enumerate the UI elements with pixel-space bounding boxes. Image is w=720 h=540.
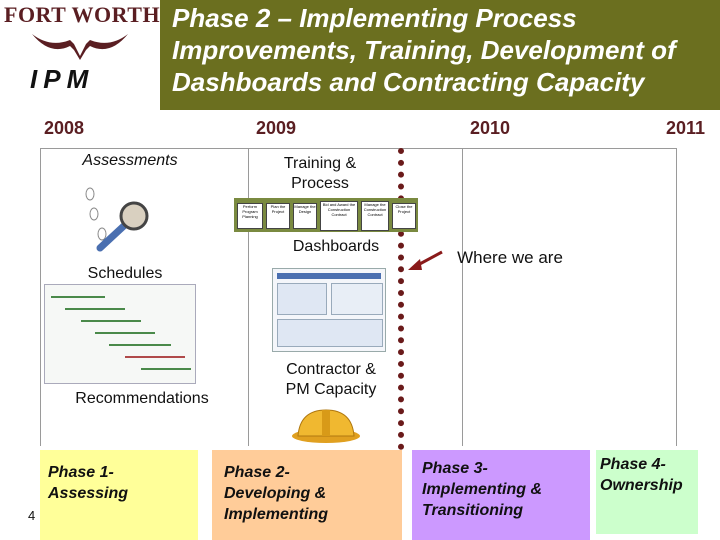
current-date-marker bbox=[398, 148, 404, 450]
column-divider bbox=[40, 148, 41, 446]
phase-4-label: Phase 4- Ownership bbox=[600, 456, 683, 494]
schedules-label: Schedules bbox=[87, 265, 163, 282]
top-rule bbox=[40, 148, 677, 149]
process-step: Manage the Design bbox=[293, 203, 317, 229]
dashboards-label: Dashboards bbox=[292, 238, 380, 255]
where-we-are-label: Where we are bbox=[457, 248, 563, 267]
schedule-screenshot bbox=[44, 284, 196, 384]
phase-4-box: Phase 4- Ownership bbox=[596, 450, 698, 534]
hard-hat-icon bbox=[292, 409, 360, 443]
phase-3-fill bbox=[412, 450, 590, 540]
slide-title: Phase 2 – Implementing Process Improveme… bbox=[172, 3, 676, 97]
year-2010: 2010 bbox=[470, 118, 511, 138]
process-step: Close the Project bbox=[392, 203, 416, 229]
year-2008: 2008 bbox=[44, 118, 85, 138]
phase-2-fill bbox=[212, 450, 402, 540]
logo: FORT WORTH IPM bbox=[0, 0, 160, 110]
ipm-label: IPM bbox=[30, 64, 95, 94]
process-step: Plan the Project bbox=[266, 203, 290, 229]
phase-3-box: Phase 3- Implementing & Transitioning bbox=[412, 450, 590, 540]
page-number: 4 bbox=[28, 508, 36, 523]
phase-1-fill bbox=[40, 450, 198, 540]
process-step: Perform Program Planning bbox=[237, 203, 263, 229]
phase-3-label: Phase 3- Implementing & Transitioning bbox=[422, 460, 543, 519]
phase-1-box: Phase 1- Assessing bbox=[40, 450, 198, 540]
process-step: Bid and Award the Construction Contract bbox=[320, 201, 358, 231]
arrow-icon bbox=[408, 250, 443, 270]
magnifier-icon bbox=[85, 187, 149, 252]
process-step: Manage the Construction Contract bbox=[361, 201, 389, 231]
phase-2-box: Phase 2- Developing & Implementing bbox=[212, 450, 402, 540]
year-2011: 2011 bbox=[666, 118, 706, 138]
phase-2-label: Phase 2- Developing & Implementing bbox=[224, 464, 329, 523]
column-divider bbox=[462, 148, 463, 446]
process-flow: Perform Program Planning Plan the Projec… bbox=[234, 198, 418, 232]
logo-text: FORT WORTH bbox=[4, 2, 161, 27]
recommendations-label: Recommendations bbox=[75, 390, 209, 407]
column-divider bbox=[676, 148, 677, 446]
column-divider bbox=[248, 148, 249, 446]
longhorn-icon bbox=[32, 34, 128, 60]
dashboard-screenshot bbox=[272, 268, 386, 352]
year-2009: 2009 bbox=[256, 118, 297, 138]
phase-1-label: Phase 1- Assessing bbox=[48, 464, 129, 502]
training-label: Training & Process bbox=[283, 155, 357, 192]
assessments-label: Assessments bbox=[82, 152, 178, 169]
contractor-label: Contractor & PM Capacity bbox=[285, 361, 377, 398]
